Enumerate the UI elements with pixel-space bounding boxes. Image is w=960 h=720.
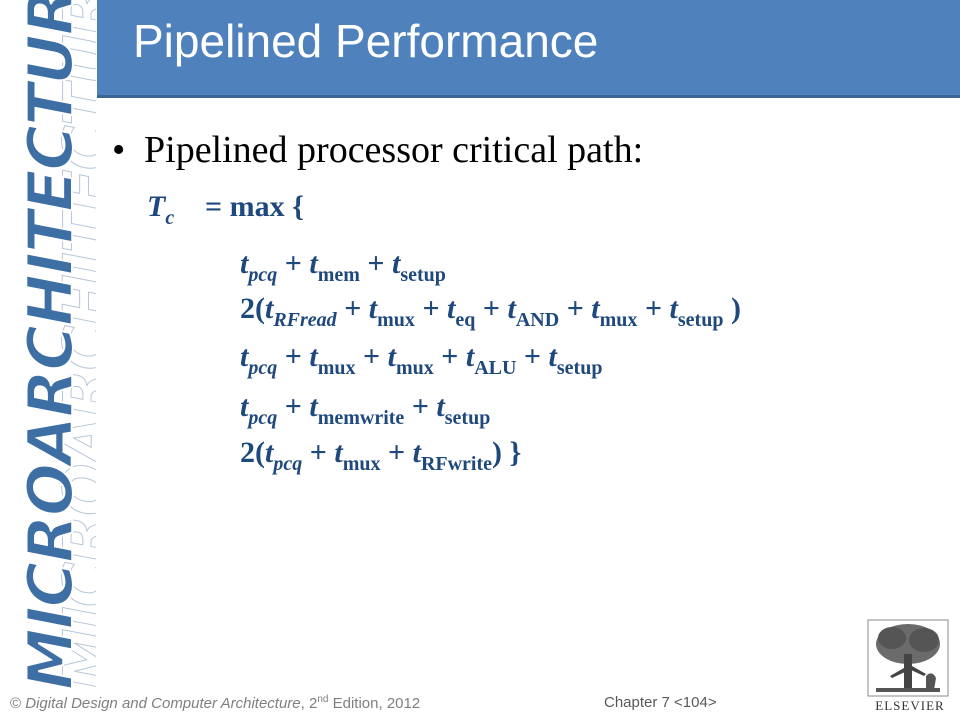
bullet-dot: • [112, 129, 126, 171]
formula-term-2: 2(tRFread + tmux + teq + tAND + tmux + t… [240, 292, 741, 331]
side-banner: MICROARCHITECTURE MICROARCHITECTURE [0, 0, 96, 690]
elsevier-logo: ELSEVIER [862, 618, 954, 716]
formula-term-4: tpcq + tmemwrite + tsetup [240, 390, 491, 429]
bullet-text: Pipelined processor critical path: [144, 129, 644, 171]
formula-term-5: 2(tpcq + tmux + tRFwrite) } [240, 436, 522, 475]
footer-copyright: © Digital Design and Computer Architectu… [10, 694, 421, 712]
formula-lhs: Tc= max { [147, 190, 304, 229]
title-bar: Pipelined Performance [97, 0, 960, 98]
footer-chapter-page: Chapter 7 <104> [604, 694, 717, 711]
footer: © Digital Design and Computer Architectu… [0, 690, 960, 720]
elsevier-logo-text: ELSEVIER [875, 698, 945, 713]
elsevier-tree-icon [867, 619, 949, 697]
bullet-item: • Pipelined processor critical path: [112, 128, 643, 172]
formula-term-1: tpcq + tmem + tsetup [240, 247, 446, 286]
formula-term-3: tpcq + tmux + tmux + tALU + tsetup [240, 340, 603, 379]
side-banner-text: MICROARCHITECTURE [13, 0, 88, 690]
slide-title: Pipelined Performance [133, 15, 599, 67]
